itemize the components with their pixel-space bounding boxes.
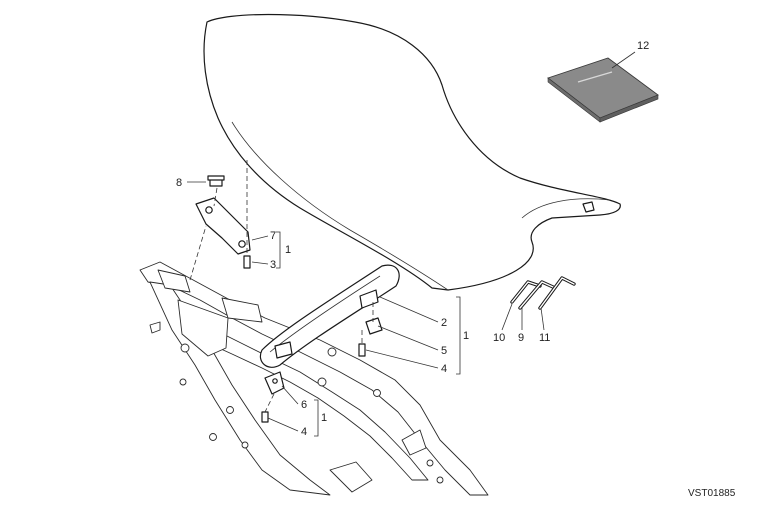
callouts: 12 8 7 3 2 5 4 6 4 10 9 11 1 1 1 [176,40,649,438]
seat [203,13,621,291]
callout-3: 3 [270,259,276,271]
callout-9: 9 [518,332,524,344]
callout-8: 8 [176,177,182,189]
callout-2: 2 [441,317,447,329]
callout-11: 11 [539,332,550,344]
rear-subframe [139,261,489,496]
callout-7: 7 [270,230,276,242]
callout-10: 10 [493,332,505,344]
callout-5: 5 [441,345,447,357]
drawing-code: VST01885 [688,488,736,499]
group-label-front: 1 [285,244,291,256]
callout-4: 4 [301,426,307,438]
group-label-lower: 1 [321,412,327,424]
owner-manual [547,57,659,123]
group-label-rear: 1 [463,330,469,342]
callout-12: 12 [637,40,649,52]
callout-6: 6 [301,399,307,411]
leader-lines [187,51,636,437]
callout-4: 4 [441,363,447,375]
hex-keys [510,276,576,310]
front-bracket [189,160,251,281]
